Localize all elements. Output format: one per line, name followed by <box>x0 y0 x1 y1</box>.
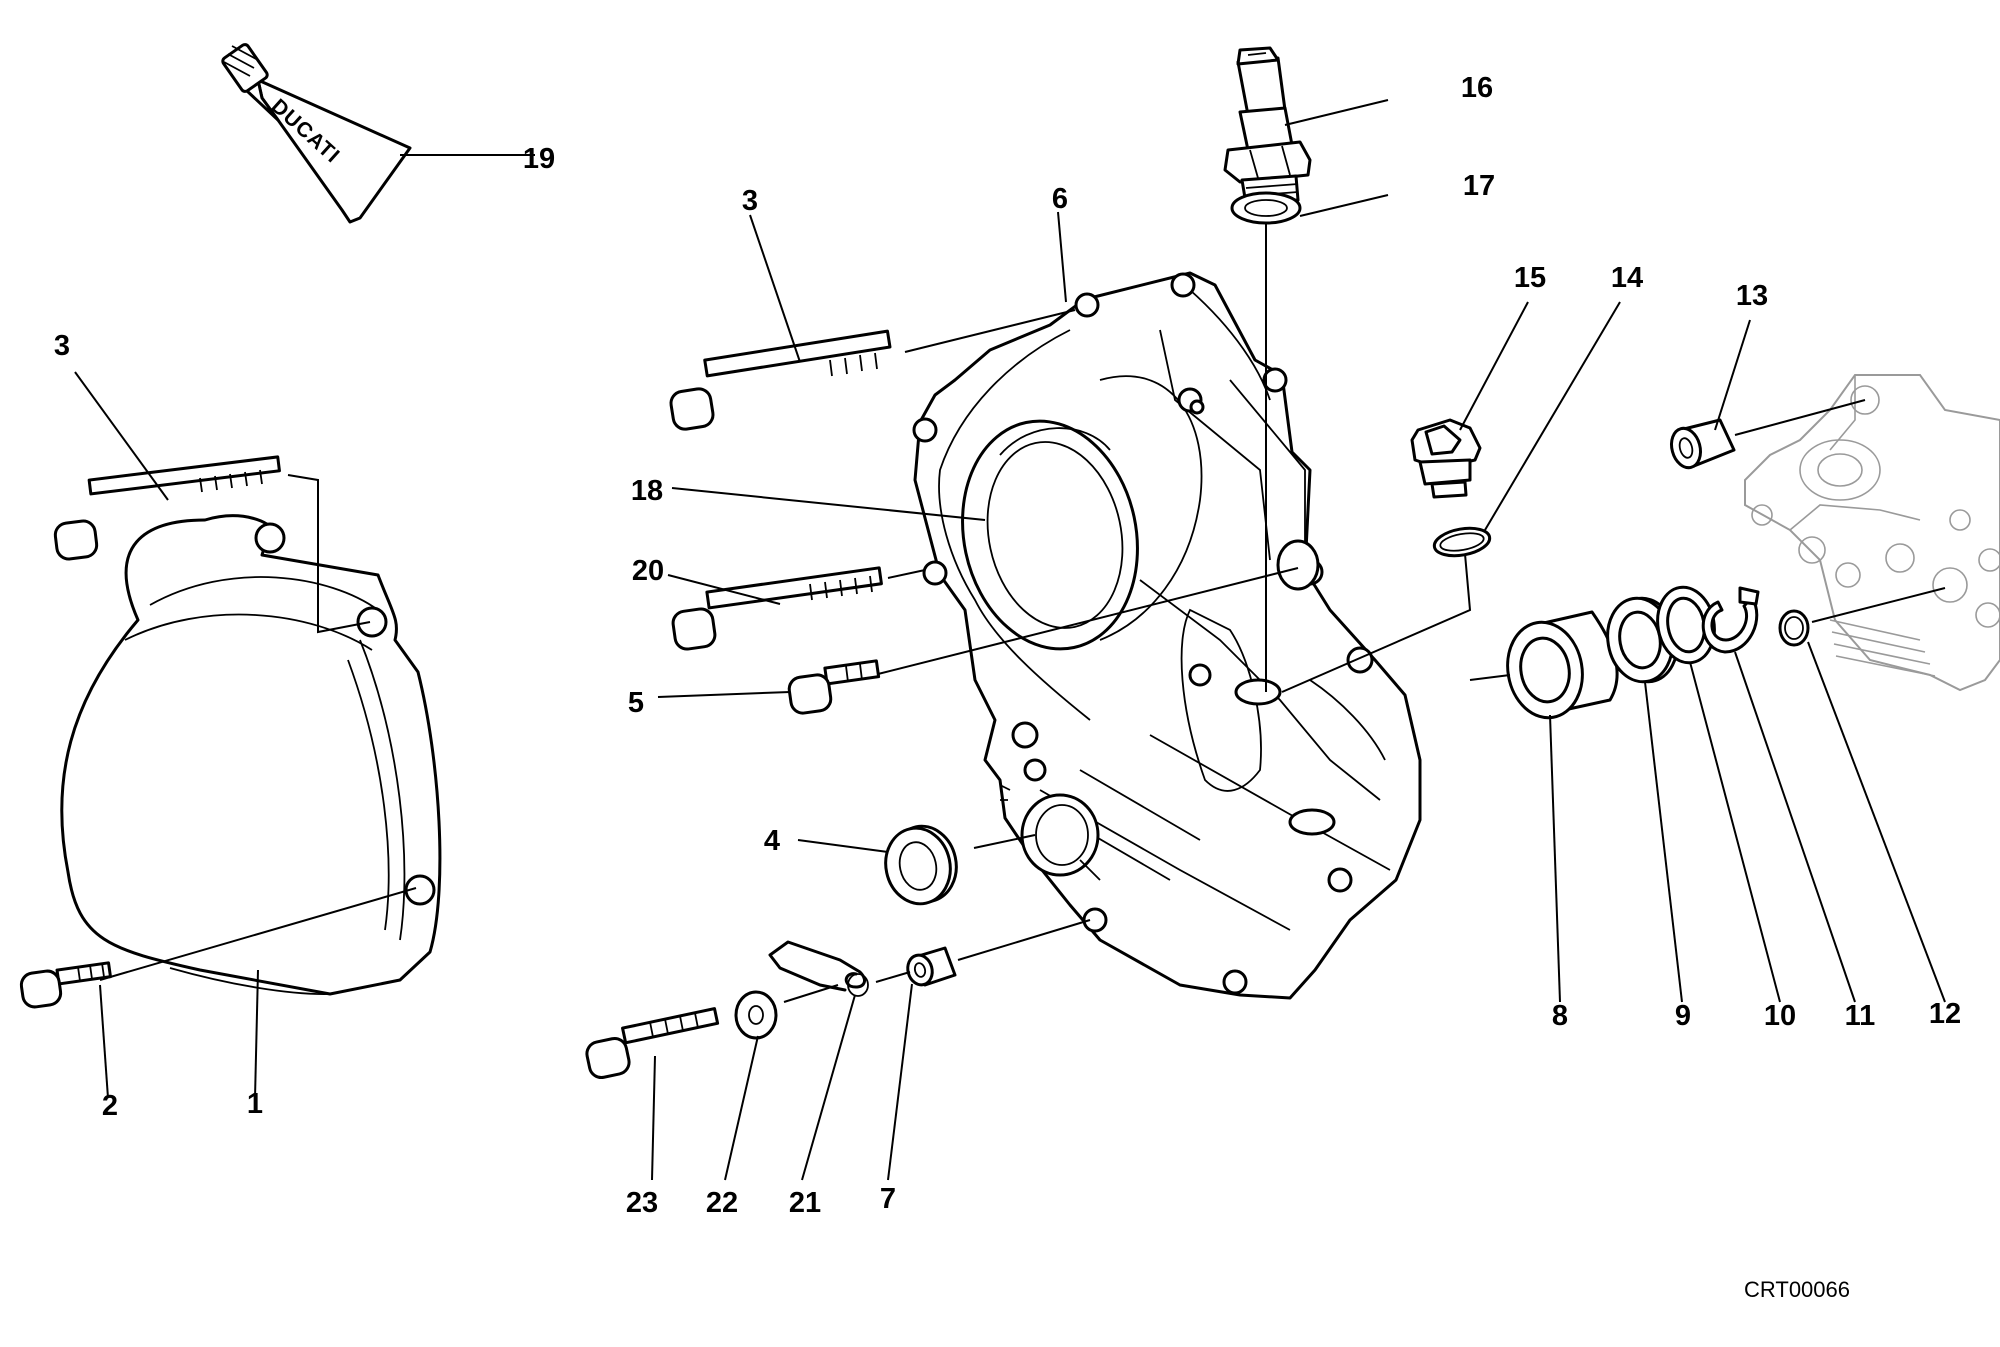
callout-labels: 1 2 3 3 4 5 6 7 8 9 10 11 12 13 14 15 16… <box>54 72 1961 1219</box>
callout-22: 22 <box>706 1187 738 1219</box>
callout-9: 9 <box>1675 1000 1691 1032</box>
callout-17: 17 <box>1463 170 1495 202</box>
gear-cover-housing <box>912 271 1422 1000</box>
bolt-cover-short <box>19 961 112 1009</box>
callout-7: 7 <box>880 1183 896 1215</box>
callout-23: 23 <box>626 1187 658 1219</box>
shaft-seal-4 <box>884 824 958 906</box>
o-ring-14 <box>1432 526 1492 558</box>
assembly-lines <box>99 224 1946 1003</box>
callout-leaders <box>74 99 1946 1181</box>
engine-casing-background <box>1744 374 2000 692</box>
callout-20: 20 <box>632 555 664 587</box>
washer-22 <box>734 990 778 1040</box>
callout-3-top: 3 <box>742 185 758 217</box>
callout-21: 21 <box>789 1187 821 1219</box>
bolt-cover-long <box>53 455 281 561</box>
bolt-oil-pipe <box>585 1007 720 1080</box>
dowel-bushing-13 <box>1670 418 1736 470</box>
callout-6: 6 <box>1052 183 1068 215</box>
bolt-housing-long-mid <box>671 566 883 651</box>
sealing-washer-17 <box>1230 191 1302 225</box>
sealant-tube: DUCATI <box>221 43 412 224</box>
large-seal-ring <box>961 419 1139 651</box>
callout-3-left: 3 <box>54 330 70 362</box>
callout-13: 13 <box>1736 280 1768 312</box>
drawing-reference-code: CRT00066 <box>1744 1277 1850 1302</box>
bolt-housing-long-top <box>669 329 892 431</box>
o-ring-12 <box>1778 609 1810 647</box>
callout-2: 2 <box>102 1090 118 1122</box>
callout-4: 4 <box>764 825 780 857</box>
callout-19: 19 <box>523 143 555 175</box>
callout-8: 8 <box>1552 1000 1568 1032</box>
callout-18: 18 <box>631 475 663 507</box>
spring-clip-21 <box>768 940 869 997</box>
callout-16: 16 <box>1461 72 1493 104</box>
sleeve-8 <box>1506 610 1619 720</box>
oil-pressure-switch <box>1223 46 1312 206</box>
dowel-7 <box>906 946 957 987</box>
circlip-11 <box>1701 586 1760 654</box>
washer-10 <box>1656 585 1716 665</box>
callout-5: 5 <box>628 687 644 719</box>
callout-10: 10 <box>1764 1000 1796 1032</box>
callout-1: 1 <box>247 1088 263 1120</box>
oil-filler-cap <box>1410 418 1482 499</box>
callout-15: 15 <box>1514 262 1546 294</box>
clutch-cover <box>60 514 442 996</box>
callout-12: 12 <box>1929 998 1961 1030</box>
bolt-housing-short <box>787 659 881 715</box>
callout-14: 14 <box>1611 262 1643 294</box>
callout-11: 11 <box>1845 1000 1876 1032</box>
